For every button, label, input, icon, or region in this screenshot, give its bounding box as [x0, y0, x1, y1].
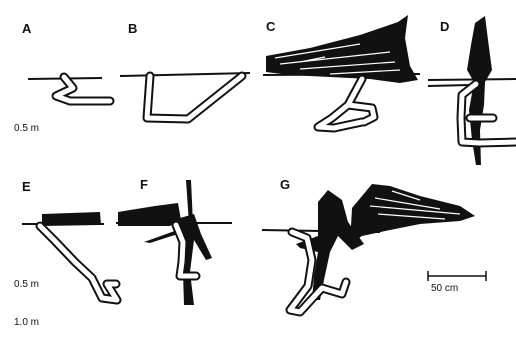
- ground-line: [428, 79, 516, 80]
- panel-label-d: D: [440, 20, 449, 33]
- panel-label-f: F: [140, 178, 148, 191]
- panel-b-diagram: [120, 73, 250, 119]
- panel-label-b: B: [128, 22, 137, 35]
- panel-label-e: E: [22, 180, 31, 193]
- panel-label-a: A: [22, 22, 31, 35]
- root: [469, 82, 485, 165]
- depth-label-top: 0.5 m: [14, 124, 39, 134]
- plant-stem: [467, 16, 492, 82]
- scale-bar-label: 50 cm: [431, 284, 458, 294]
- panel-label-c: C: [266, 20, 275, 33]
- burrow-tunnel: [461, 84, 516, 143]
- panel-f-diagram: [116, 180, 232, 305]
- panel-label-g: G: [280, 178, 290, 191]
- ground-line: [120, 73, 250, 76]
- depth-label-bottom-2: 1.0 m: [14, 318, 39, 328]
- scale-bar: [428, 271, 486, 281]
- depth-label-bottom-1: 0.5 m: [14, 280, 39, 290]
- panel-a-diagram: [28, 77, 110, 101]
- vegetation-mound: [42, 212, 101, 226]
- panel-c-diagram: [263, 15, 420, 128]
- vegetation-mound: [118, 203, 181, 226]
- panel-d-diagram: [428, 16, 516, 165]
